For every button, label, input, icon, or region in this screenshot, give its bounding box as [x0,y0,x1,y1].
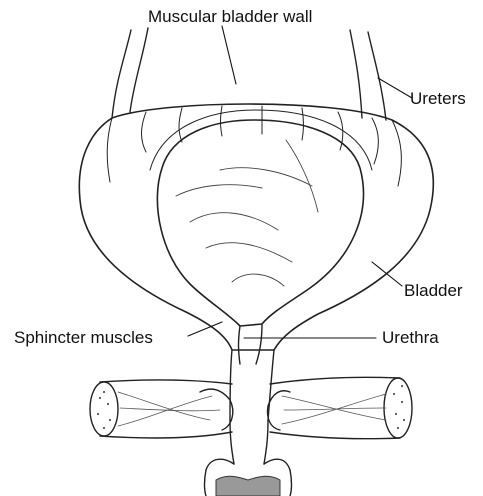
muscular-bladder-wall-label: Muscular bladder wall [148,8,312,25]
inner-bladder-cavity [157,120,363,326]
wall-band-lines [107,106,401,186]
ureters-drawing [112,28,386,120]
muscle-end-texture [97,385,405,429]
bladder-label: Bladder [404,282,463,299]
muscle-fibres [118,392,386,426]
ureters-label: Ureters [410,90,466,107]
urethra-label: Urethra [382,329,439,346]
cavity-folds [176,140,318,286]
sphincter-muscles-label: Sphincter muscles [14,329,153,346]
outer-bladder-wall [79,104,433,350]
leader-lines [188,26,412,338]
urethra-opening [216,476,280,496]
